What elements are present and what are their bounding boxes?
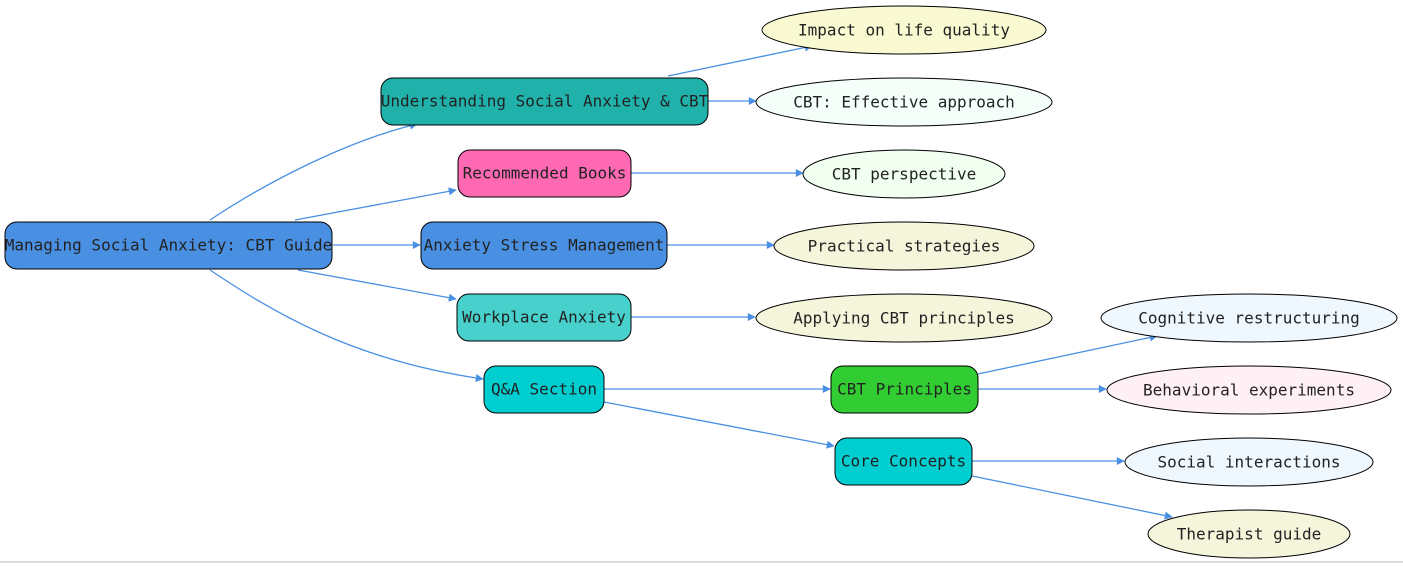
node-understanding-label: Understanding Social Anxiety & CBT [381,92,709,111]
edge-concepts-therapist [971,475,1173,520]
edge-root-workplace [297,269,457,302]
node-workplace: Workplace Anxiety [456,293,632,342]
edges [209,43,1173,520]
edge-principles-cognitive [977,333,1158,375]
edge-understanding-impact [667,43,813,77]
node-practical: Practical strategies [773,221,1035,271]
node-principles-label: CBT Principles [837,380,972,399]
node-stress: Anxiety Stress Management [420,221,668,270]
node-workplace-box [456,293,632,342]
node-root-box [4,221,333,270]
node-applying-ellipse [755,293,1053,343]
node-impact: Impact on life quality [761,5,1047,55]
edge-root-qa [209,269,484,382]
node-practical-label: Practical strategies [808,237,1001,256]
node-principles-box [830,365,979,414]
node-understanding-box [380,77,709,126]
node-effective-label: CBT: Effective approach [793,93,1015,112]
node-root-label: Managing Social Anxiety: CBT Guide [5,236,333,255]
node-qa: Q&A Section [483,365,605,414]
node-cognitive-ellipse [1100,293,1398,343]
node-books-box [457,149,632,198]
node-books-label: Recommended Books [463,164,627,183]
node-stress-box [420,221,668,270]
node-qa-label: Q&A Section [491,380,597,399]
node-principles: CBT Principles [830,365,979,414]
node-practical-ellipse [773,221,1035,271]
node-perspective: CBT perspective [802,149,1006,199]
node-therapist: Therapist guide [1147,509,1351,559]
node-books: Recommended Books [457,149,632,198]
node-cognitive: Cognitive restructuring [1100,293,1398,343]
node-impact-label: Impact on life quality [798,21,1010,40]
node-root: Managing Social Anxiety: CBT Guide [4,221,333,270]
node-effective-ellipse [755,77,1053,127]
node-behavioral-label: Behavioral experiments [1143,381,1355,400]
node-therapist-ellipse [1147,509,1351,559]
node-behavioral: Behavioral experiments [1106,365,1392,415]
node-perspective-label: CBT perspective [832,165,977,184]
edge-qa-concepts [603,401,835,449]
node-applying: Applying CBT principles [755,293,1053,343]
node-cognitive-label: Cognitive restructuring [1138,309,1360,328]
node-concepts-label: Core Concepts [841,452,966,471]
node-qa-box [483,365,605,414]
node-understanding: Understanding Social Anxiety & CBT [380,77,709,126]
node-social: Social interactions [1124,437,1374,487]
node-applying-label: Applying CBT principles [793,309,1015,328]
node-concepts: Core Concepts [834,437,973,486]
edge-root-understanding [209,121,418,221]
node-effective: CBT: Effective approach [755,77,1053,127]
edge-root-books [294,187,457,221]
node-social-ellipse [1124,437,1374,487]
node-social-label: Social interactions [1157,453,1340,472]
bottom-divider [0,561,1403,563]
node-concepts-box [834,437,973,486]
node-workplace-label: Workplace Anxiety [462,308,626,327]
node-perspective-ellipse [802,149,1006,199]
node-behavioral-ellipse [1106,365,1392,415]
node-therapist-label: Therapist guide [1177,525,1322,544]
node-stress-label: Anxiety Stress Management [424,236,665,255]
node-impact-ellipse [761,5,1047,55]
